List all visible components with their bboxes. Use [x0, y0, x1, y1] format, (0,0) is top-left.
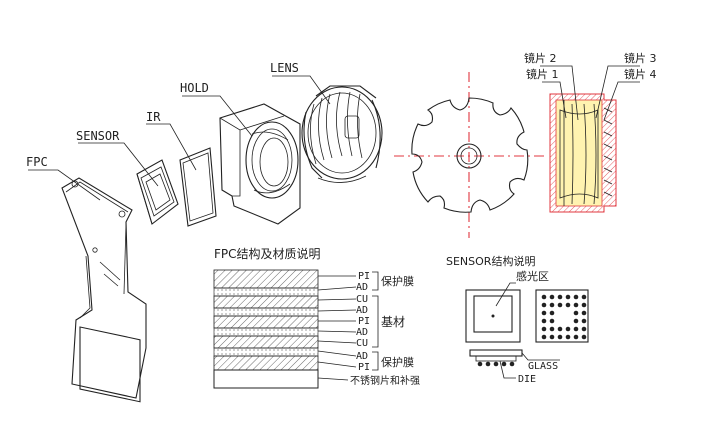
lens1-label: 镜片 1 [526, 67, 559, 81]
lens3-label: 镜片 3 [624, 51, 657, 65]
base-material-label: 基材 [381, 315, 405, 329]
lens1-leader [542, 81, 567, 119]
hold-label: HOLD [180, 81, 209, 95]
layer-label: AD [356, 351, 368, 362]
lens-leader [272, 75, 331, 105]
sensor-top-view [465, 289, 521, 343]
fpc-board [61, 177, 147, 403]
layer-label: CU [356, 338, 368, 349]
die-leader [499, 360, 516, 379]
lens2-leader [540, 65, 579, 121]
lens-top-view [394, 72, 548, 238]
lens-cross-section [549, 93, 617, 213]
layer-label: AD [356, 327, 368, 338]
hold-leader [182, 95, 253, 137]
layer-label: CU [356, 294, 368, 305]
die-label: DIE [518, 374, 536, 385]
lens-barrel-part [301, 85, 383, 183]
fpc-layer-stack [213, 269, 319, 389]
sensor-leader [78, 142, 159, 187]
ir-leader [146, 123, 197, 171]
protect-film-top-label: 保护膜 [381, 274, 414, 288]
sensor-part [136, 159, 179, 225]
sensor-ball-grid [535, 289, 589, 343]
layer-label: PI [358, 362, 370, 373]
lens-label: LENS [270, 61, 299, 75]
fpc-label: FPC [26, 155, 48, 169]
fpc-leader [28, 169, 101, 201]
lens4-leader [603, 81, 640, 121]
ir-filter-part [179, 147, 217, 227]
stainless-steel-label: 不锈钢片和补强 [350, 374, 420, 387]
lens2-label: 镜片 2 [524, 51, 557, 65]
sensing-area-leader [495, 282, 516, 307]
ir-label: IR [146, 110, 161, 124]
layer-label: AD [356, 305, 368, 316]
fpc-structure-title: FPC结构及材质说明 [214, 246, 321, 261]
glass-label: GLASS [528, 361, 558, 372]
lens3-leader [595, 65, 640, 119]
layer-label: AD [356, 282, 368, 293]
fpc-layer-names: PI AD CU AD PI AD CU AD PI [356, 271, 370, 373]
sensing-area-label: 感光区 [516, 269, 549, 283]
layer-label: PI [358, 271, 370, 282]
hold-part [219, 103, 301, 225]
sensor-structure-title: SENSOR结构说明 [446, 254, 535, 268]
protect-film-bottom-label: 保护膜 [381, 355, 414, 369]
fpc-layer-leaders [317, 271, 379, 381]
glass-leader [521, 352, 560, 361]
layer-label: PI [358, 316, 370, 327]
lens4-label: 镜片 4 [624, 67, 657, 81]
sensor-side-view [469, 349, 523, 367]
sensor-label: SENSOR [76, 129, 120, 143]
